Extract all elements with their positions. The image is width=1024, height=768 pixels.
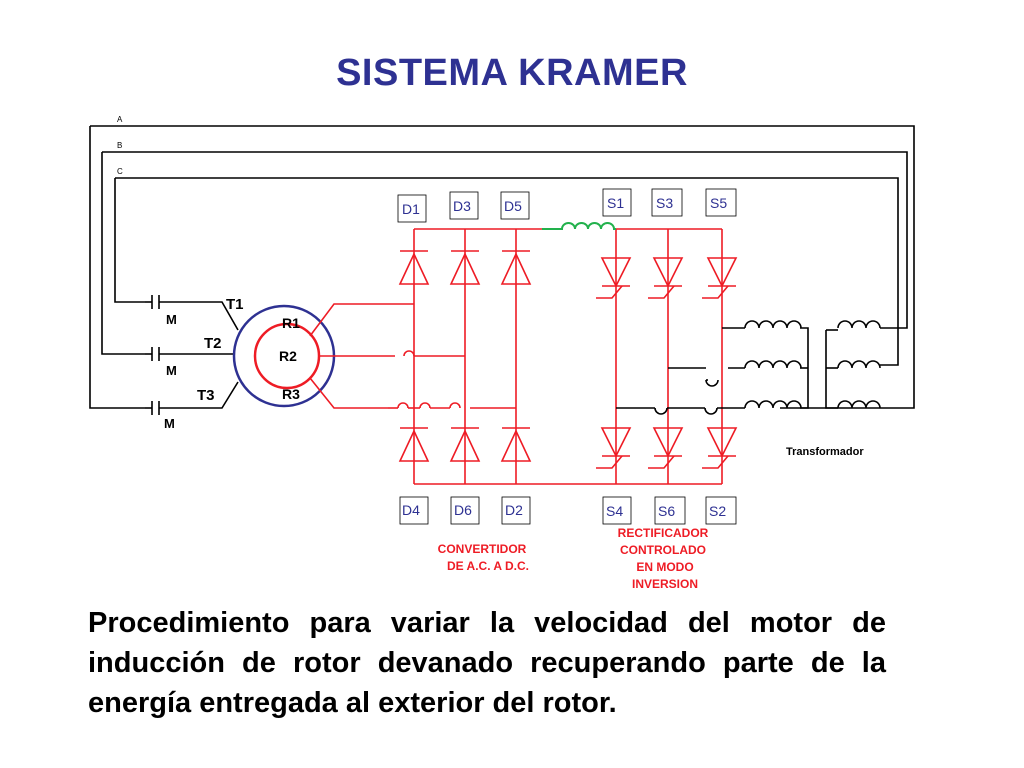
transformer-primary-2 xyxy=(744,360,802,369)
stator-terminal-t2: T2 xyxy=(204,335,222,352)
dc-inductor xyxy=(542,222,616,230)
phase-label-c: C xyxy=(117,167,123,176)
contactor-label-2: M xyxy=(166,363,177,378)
phase-label-b: B xyxy=(117,141,122,150)
slide-title: SISTEMA KRAMER xyxy=(336,52,688,94)
label-d6: D6 xyxy=(454,502,472,518)
rotor-terminal-r3: R3 xyxy=(282,386,300,402)
transformer-secondary-1 xyxy=(837,320,881,329)
transformer-label: Transformador xyxy=(786,446,864,458)
line-a-down xyxy=(89,126,145,409)
label-s1: S1 xyxy=(607,195,624,211)
contactor-label-1: M xyxy=(166,312,177,327)
transformer-secondary-3 xyxy=(837,400,881,409)
contactor-1 xyxy=(145,295,239,331)
transformer-secondary-2 xyxy=(837,360,881,369)
stator-terminal-t3: T3 xyxy=(197,387,215,404)
label-s6: S6 xyxy=(658,503,675,519)
contactor-3 xyxy=(145,381,239,415)
contactor-2 xyxy=(145,347,234,361)
label-d2: D2 xyxy=(505,502,523,518)
stator-terminal-t1: T1 xyxy=(226,296,244,313)
power-circuit xyxy=(309,228,738,485)
thyristor-column-3 xyxy=(702,229,738,484)
diode-label-boxes: D1 D3 D5 D4 D6 D2 xyxy=(397,191,531,525)
converter-label-line1: CONVERTIDOR xyxy=(438,542,527,556)
thyristor-column-2 xyxy=(648,229,684,484)
supply-wiring xyxy=(89,125,915,415)
transformer-primary-1 xyxy=(744,320,802,329)
label-s4: S4 xyxy=(606,503,623,519)
line-b xyxy=(102,151,908,329)
line-c xyxy=(115,177,899,366)
line-a xyxy=(780,125,915,409)
converter-label-line2: DE A.C. A D.C. xyxy=(447,559,529,573)
label-s5: S5 xyxy=(710,195,727,211)
label-s2: S2 xyxy=(709,503,726,519)
label-d4: D4 xyxy=(402,502,420,518)
transformer xyxy=(744,320,881,409)
diode-column-3 xyxy=(500,229,532,484)
inverter-label-line2: CONTROLADO xyxy=(620,543,706,557)
thyristor-label-boxes: S1 S3 S5 S4 S6 S2 xyxy=(602,188,737,525)
inverter-label-line4: INVERSION xyxy=(632,577,698,591)
inverter-ac-wiring xyxy=(616,327,809,415)
inverter-label-line3: EN MODO xyxy=(636,560,693,574)
label-d5: D5 xyxy=(504,198,522,214)
contactor-label-3: M xyxy=(164,416,175,431)
phase-label-a: A xyxy=(117,115,123,124)
label-d1: D1 xyxy=(402,201,420,217)
label-d3: D3 xyxy=(453,198,471,214)
rotor-terminal-r2: R2 xyxy=(279,348,297,364)
slide-caption: Procedimiento para variar la velocidad d… xyxy=(88,607,886,719)
label-s3: S3 xyxy=(656,195,673,211)
thyristor-column-1 xyxy=(596,229,632,484)
inverter-label-line1: RECTIFICADOR xyxy=(618,526,709,540)
transformer-primary-3 xyxy=(744,400,802,409)
rotor-terminal-r1: R1 xyxy=(282,315,300,331)
